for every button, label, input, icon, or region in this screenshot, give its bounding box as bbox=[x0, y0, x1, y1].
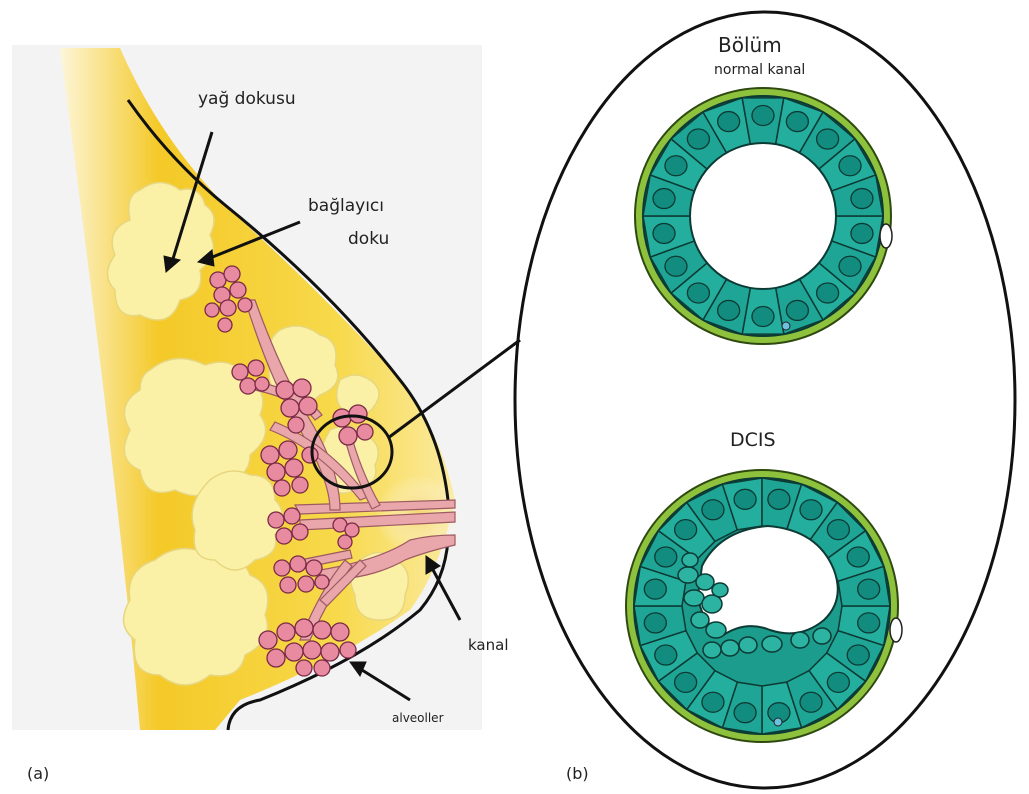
cell-nucleus bbox=[847, 645, 869, 665]
panel-b-label: (b) bbox=[566, 764, 589, 783]
cell-nucleus bbox=[653, 189, 675, 209]
cell-nucleus bbox=[687, 129, 709, 149]
cell-nucleus bbox=[734, 489, 756, 509]
cell-nucleus bbox=[839, 156, 861, 176]
label-fat-tissue: yağ dokusu bbox=[198, 89, 296, 109]
cell-nucleus bbox=[786, 112, 808, 132]
cell-nucleus bbox=[718, 300, 740, 320]
cell-nucleus bbox=[858, 613, 880, 633]
cell-nucleus bbox=[851, 189, 873, 209]
cell-nucleus bbox=[653, 223, 675, 243]
cell-nucleus bbox=[702, 500, 724, 520]
cell-nucleus bbox=[665, 256, 687, 276]
cell-nucleus bbox=[752, 307, 774, 327]
cell-nucleus bbox=[718, 112, 740, 132]
label-alveoli: alveoller bbox=[392, 711, 444, 725]
normal-duct-title: normal kanal bbox=[714, 62, 805, 78]
cell-nucleus bbox=[847, 547, 869, 567]
cell-nucleus bbox=[752, 106, 774, 126]
label-connective-1: bağlayıcı bbox=[308, 196, 384, 216]
cell-nucleus bbox=[786, 300, 808, 320]
cell-nucleus bbox=[800, 692, 822, 712]
cell-nucleus bbox=[665, 156, 687, 176]
cell-nucleus bbox=[800, 500, 822, 520]
cell-nucleus bbox=[817, 129, 839, 149]
cell-nucleus bbox=[817, 283, 839, 303]
label-connective-2: doku bbox=[348, 229, 389, 249]
cell-nucleus bbox=[839, 256, 861, 276]
label-duct: kanal bbox=[468, 636, 508, 654]
cell-nucleus bbox=[734, 703, 756, 723]
cell-nucleus bbox=[675, 520, 697, 540]
cell-nucleus bbox=[827, 520, 849, 540]
panel-a-label: (a) bbox=[27, 764, 49, 783]
cell-nucleus bbox=[644, 613, 666, 633]
section-title: Bölüm bbox=[718, 33, 782, 57]
cell-nucleus bbox=[768, 489, 790, 509]
cell-nucleus bbox=[655, 547, 677, 567]
cell-nucleus bbox=[687, 283, 709, 303]
cell-nucleus bbox=[644, 579, 666, 599]
cell-nucleus bbox=[851, 223, 873, 243]
dcis-duct-cross-section bbox=[626, 470, 902, 742]
cell-nucleus bbox=[858, 579, 880, 599]
cell-nucleus bbox=[702, 692, 724, 712]
breast-anatomy-illustration: yağ dokusu bağlayıcı doku kanal alveolle… bbox=[12, 45, 520, 730]
normal-duct-cross-section bbox=[635, 88, 892, 344]
cell-nucleus bbox=[827, 672, 849, 692]
cell-nucleus bbox=[655, 645, 677, 665]
dcis-title: DCIS bbox=[730, 429, 776, 451]
cell-nucleus bbox=[675, 672, 697, 692]
